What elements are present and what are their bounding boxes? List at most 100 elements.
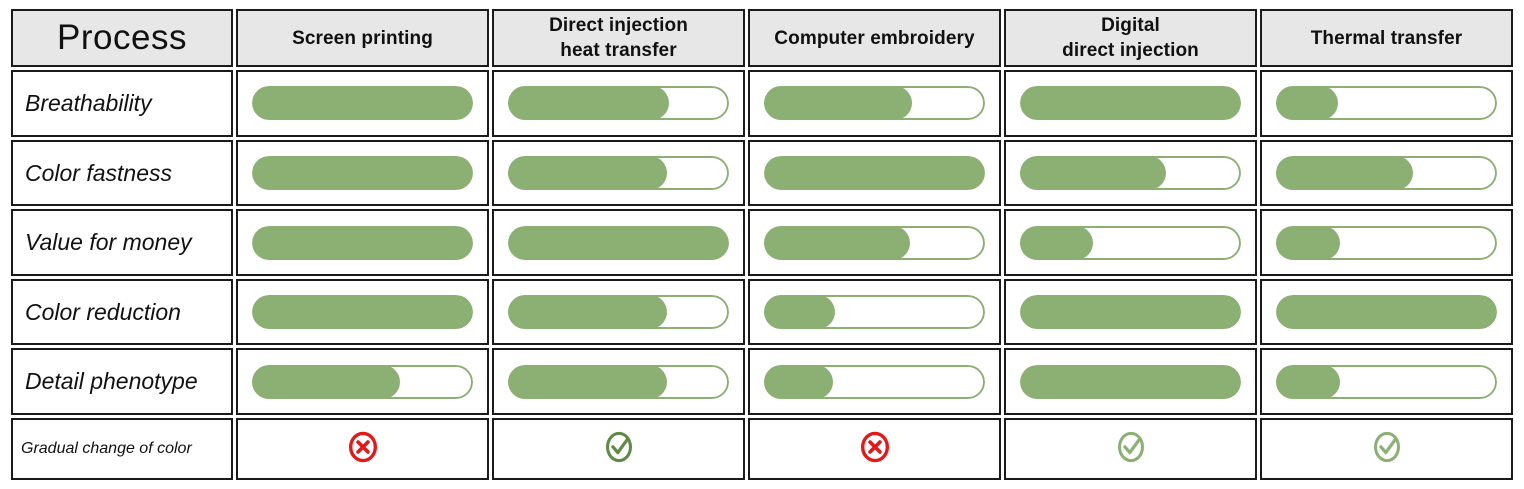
cell-color-reduction-digital-direct-injection [1004,278,1257,346]
cell-detail-phenotype-screen-printing [236,348,489,415]
rating-bar-fill [252,86,473,121]
header-label-line: Digital [1101,15,1160,36]
rating-bar [1020,295,1241,330]
cell-gradual-change-of-color-screen-printing [236,418,489,480]
rating-bar-fill [1020,295,1241,330]
cell-value-for-money-thermal-transfer [1260,209,1513,276]
cell-value-for-money-direct-injection [492,209,745,276]
rating-bar [508,156,729,190]
cross-circle-icon [346,430,380,464]
header-cell-direct-injection: Direct injection heat transfer [492,9,745,68]
rating-bar [252,364,473,399]
row-label-color-reduction: Color reduction [11,278,233,346]
header-label-line: Thermal transfer [1310,27,1463,49]
header-cell-process: Process [11,9,233,68]
rating-bar-fill [508,225,729,260]
rating-bar [1020,86,1241,121]
header-label-line: direct injection [1062,40,1199,62]
cell-value-for-money-digital-direct-injection [1004,209,1257,276]
row-label-value-for-money: Value for money [11,209,233,276]
cell-gradual-change-of-color-direct-injection [492,418,745,480]
rating-bar [1276,364,1497,399]
rating-bar-fill [508,86,670,121]
cell-detail-phenotype-direct-injection [492,348,745,415]
rating-bar-fill [764,295,835,330]
table-header: Process Screen printing Direct injection he… [11,9,1513,68]
rating-bar-fill [1020,364,1241,399]
row-label-breathability: Breathability [11,70,233,137]
rating-bar [1020,364,1241,399]
cell-detail-phenotype-computer-embroidery [748,348,1001,415]
header-row: Process Screen printing Direct injection he… [11,9,1513,68]
rating-bar [508,295,729,330]
rating-bar-fill [508,156,668,190]
rating-bar-fill [508,364,668,399]
cell-breathability-direct-injection [492,70,745,137]
header-label-line: heat transfer [560,40,677,62]
rating-bar [1020,225,1241,260]
header-label-line: Direct injection [549,15,688,36]
rating-bar [764,364,985,399]
cell-color-fastness-computer-embroidery [748,139,1001,207]
rating-bar [1020,156,1241,190]
cell-color-fastness-screen-printing [236,139,489,207]
rating-bar [1276,156,1497,190]
cross-circle-icon [858,430,892,464]
cell-color-reduction-computer-embroidery [748,278,1001,346]
check-circle-icon [602,430,636,464]
rating-bar-fill [1276,156,1414,190]
check-circle-icon [1370,430,1404,464]
check-circle-icon [1114,430,1148,464]
rating-bar [1276,225,1497,260]
comparison-grid: Process Screen printing Direct injection he… [8,6,1516,483]
cell-breathability-thermal-transfer [1260,70,1513,137]
header-cell-screen-printing: Screen printing [236,9,489,68]
rating-bar-fill [252,295,473,330]
rating-bar-fill [508,295,668,330]
row-label-gradual-change-of-color: Gradual change of color [11,418,233,480]
rating-bar-fill [764,225,910,260]
cell-detail-phenotype-digital-direct-injection [1004,348,1257,415]
header-label-line: Screen printing [292,27,433,49]
cell-color-fastness-direct-injection [492,139,745,207]
rating-bar [508,364,729,399]
cell-breathability-digital-direct-injection [1004,70,1257,137]
rating-bar [1276,86,1497,121]
header-cell-digital-direct-injection: Digital direct injection [1004,9,1257,68]
rating-bar-fill [1020,225,1093,260]
rating-bar-fill [1276,86,1338,121]
cell-color-reduction-screen-printing [236,278,489,346]
rating-bar-fill [764,86,913,121]
rating-bar-fill [252,156,473,190]
cell-gradual-change-of-color-digital-direct-injection [1004,418,1257,480]
rating-bar-fill [1020,86,1241,121]
cell-color-fastness-thermal-transfer [1260,139,1513,207]
cell-value-for-money-screen-printing [236,209,489,276]
cell-gradual-change-of-color-thermal-transfer [1260,418,1513,480]
rating-bar-fill [1276,225,1341,260]
table-row: Color fastness [11,139,1513,207]
rating-bar [1276,295,1497,330]
row-label-detail-phenotype: Detail phenotype [11,348,233,415]
rating-bar-fill [252,364,401,399]
cell-breathability-screen-printing [236,70,489,137]
rating-bar [252,86,473,121]
cell-color-reduction-direct-injection [492,278,745,346]
rating-bar [764,225,985,260]
rating-bar [764,295,985,330]
header-title-text: Process [57,17,187,57]
header-cell-computer-embroidery: Computer embroidery [748,9,1001,68]
rating-bar-fill [1020,156,1166,190]
rating-bar [508,225,729,260]
rating-bar [252,225,473,260]
header-label-line: Computer embroidery [774,27,975,49]
rating-bar [764,156,985,190]
rating-bar-fill [764,364,833,399]
rating-bar-fill [252,225,473,260]
table-row: Detail phenotype [11,348,1513,415]
header-cell-thermal-transfer: Thermal transfer [1260,9,1513,68]
cell-breathability-computer-embroidery [748,70,1001,137]
row-label-color-fastness: Color fastness [11,139,233,207]
cell-detail-phenotype-thermal-transfer [1260,348,1513,415]
